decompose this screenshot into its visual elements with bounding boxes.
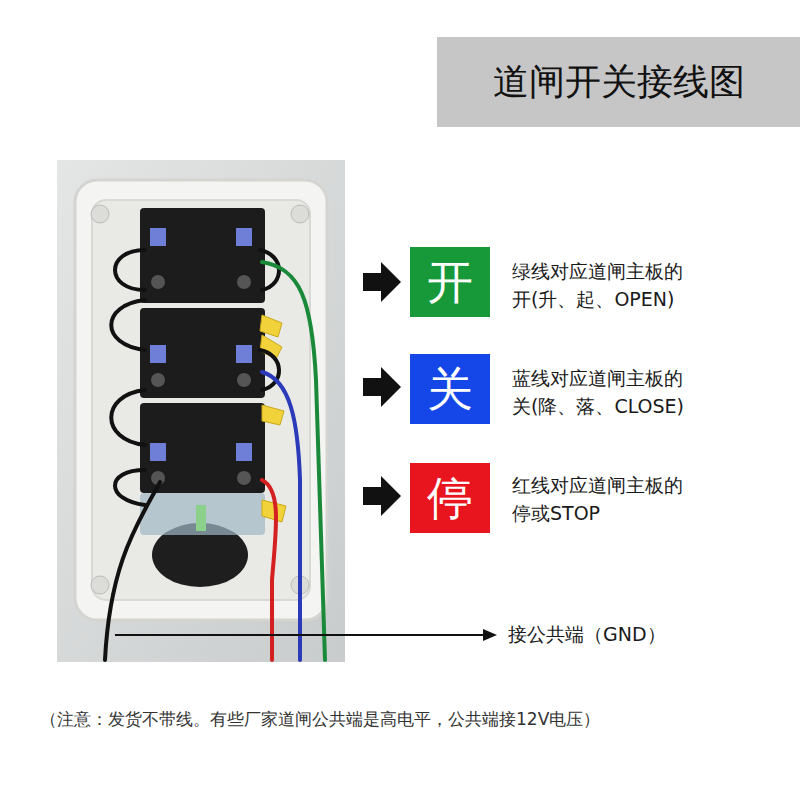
screw [291, 205, 309, 223]
pointer-arrows [363, 262, 401, 516]
wires [105, 250, 325, 660]
screw [91, 205, 109, 223]
gnd-leader [115, 629, 497, 641]
title-text: 道闸开关接线图 [493, 58, 745, 107]
color-key-box: 关 [410, 354, 490, 424]
title-box: 道闸开关接线图 [437, 37, 800, 127]
key-char: 开 [427, 259, 473, 305]
screw [91, 576, 109, 594]
key-char: 关 [427, 366, 473, 412]
photo-ground [57, 160, 345, 662]
gnd-label: 接公共端（GND） [508, 621, 666, 649]
wire-description: 绿线对应道闸主板的 开(升、起、OPEN) [512, 258, 697, 313]
key-char: 停 [427, 475, 473, 521]
housing-inner [92, 200, 310, 600]
wire-description: 红线对应道闸主板的 停或STOP [512, 472, 697, 527]
color-key-box: 开 [410, 247, 490, 317]
note-text: （注意：发货不带线。有些厂家道闸公共端是高电平，公共端接12V电压） [40, 707, 600, 732]
color-key-box: 停 [410, 463, 490, 533]
wire-description: 蓝线对应道闸主板的 关(降、落、CLOSE) [512, 365, 697, 420]
